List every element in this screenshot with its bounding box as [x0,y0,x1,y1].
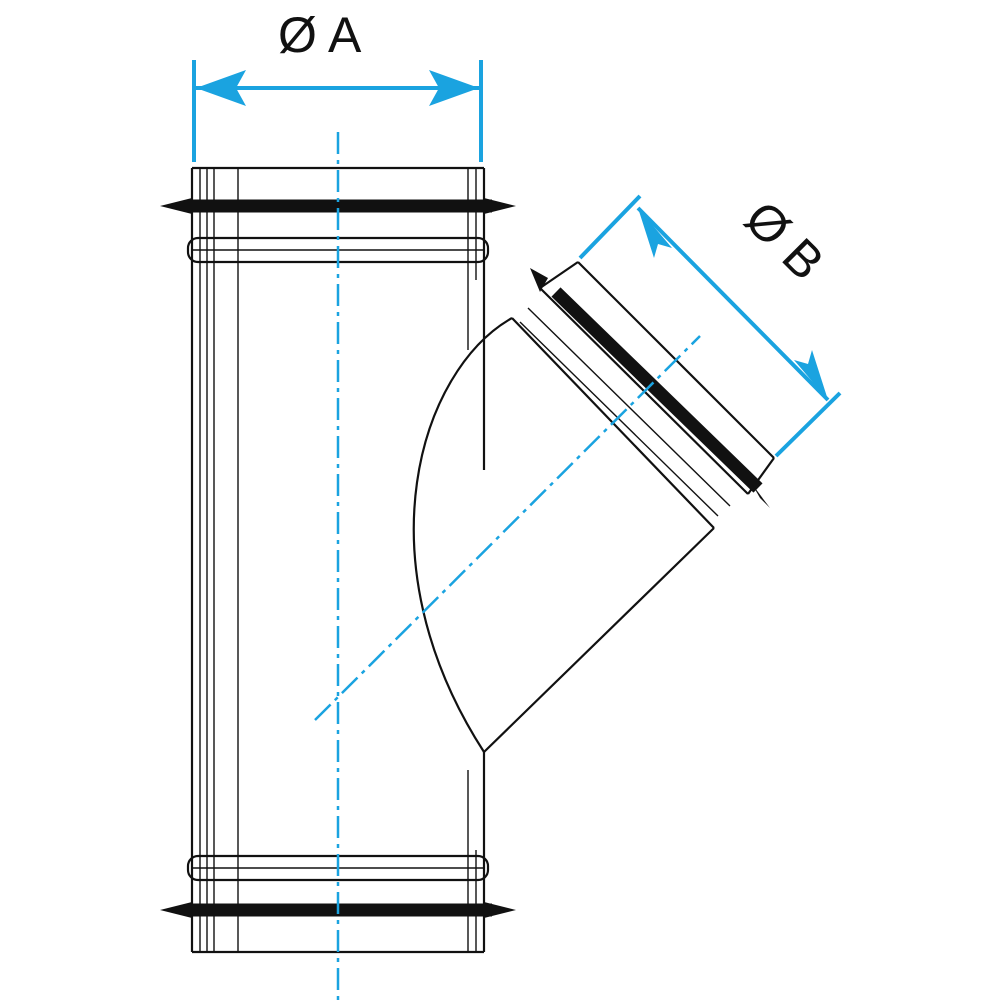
dimension-b-label: Ø B [734,190,835,291]
dimension-a-label: Ø A [278,7,362,63]
dimension-b [578,194,842,458]
dimension-a [192,60,483,162]
branch-center-line [314,335,701,721]
